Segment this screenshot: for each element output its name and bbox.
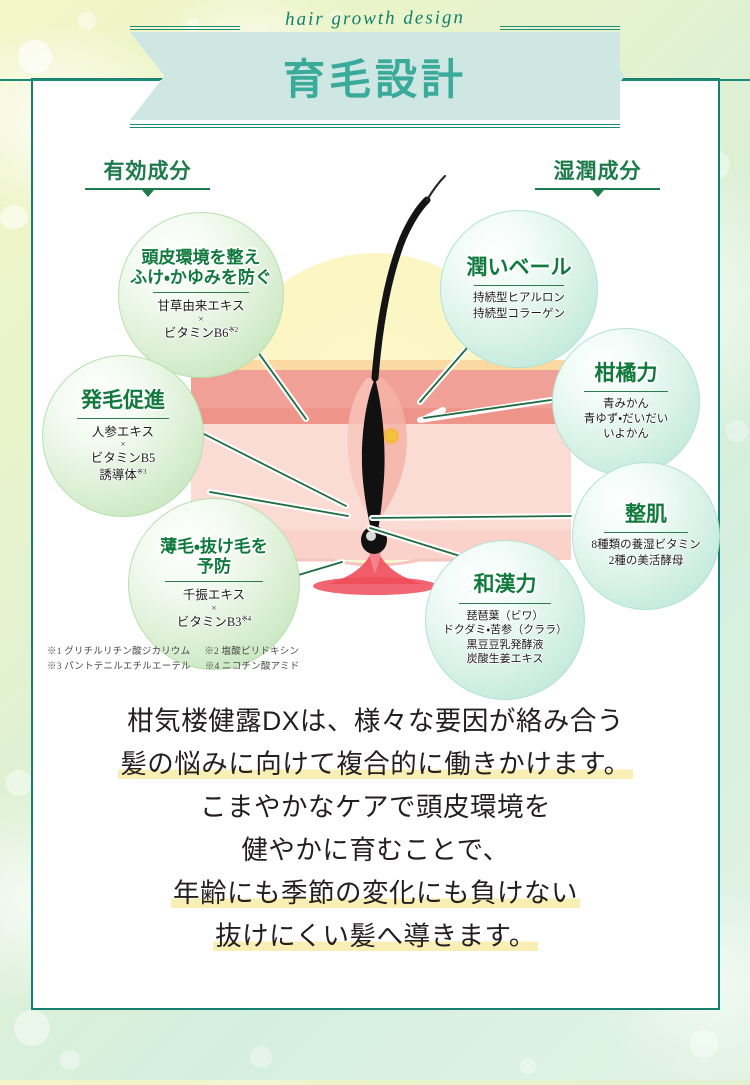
section-header-right-label: 湿潤成分 [553, 160, 642, 183]
description-line-5: 年齢にも季節の変化にも負けない [31, 872, 720, 915]
bubble-ingredients-thinning-prevention: 千振エキス × ビタミンB3※4 [176, 588, 252, 630]
footnote-3: ※3 パントテニルエチルエーテル [47, 661, 191, 672]
banner-rule-top-left [130, 26, 240, 30]
footnote-ref-2: ※2 [228, 325, 239, 334]
banner-english-caption: hair growth design [284, 7, 466, 30]
banner-rule-bottom [130, 124, 620, 128]
bubble-divider [76, 417, 170, 419]
banner-rule-left-mid [0, 79, 160, 81]
ingredient-bubble-scalp-care: 頭皮環境を整え ふけ・かゆみを防ぐ 甘草由来エキス × ビタミンB6※2 [118, 212, 284, 378]
description-line-2-highlight: 髪の悩みに向けて複合的に働きかけます。 [118, 748, 633, 779]
footnote-1: ※1 グリチルリチン酸ジカリウム [47, 647, 191, 657]
bubble-divider [459, 602, 551, 604]
bubble-ingredients-scalp-care: 甘草由来エキス × ビタミンB6※2 [157, 299, 245, 341]
bubble-ingredients-skin-conditioning: 8種類の養湿ビタミン 2種の美活酵母 [591, 539, 701, 567]
banner-rule-top-right [500, 26, 620, 30]
banner-rule-right-mid [590, 79, 750, 81]
page-title: 育毛設計 [282, 56, 467, 103]
footnotes: ※1 グリチルリチン酸ジカリウム ※2 塩酸ピリドキシン ※3 パントテニルエチル… [47, 645, 299, 674]
description-line-6-highlight: 抜けにくい髪へ導きます。 [213, 920, 538, 951]
bubble-divider [153, 292, 249, 294]
bubble-ingredients-kampo-power: 琵琶葉（ビワ） ドクダミ・苦参（クララ） 黒豆豆乳発酵液 炭酸生姜エキス [442, 609, 568, 666]
section-header-moisturizing-ingredients: 湿潤成分 [535, 155, 660, 197]
bubble-title-skin-conditioning: 整肌 [625, 503, 667, 527]
title-banner: hair growth design 育毛設計 [0, 0, 750, 140]
footnote-2: ※2 塩酸ピリドキシン [204, 647, 300, 657]
footnote-ref-3: ※3 [136, 467, 147, 476]
bubble-divider [603, 532, 689, 534]
product-description: 柑気楼健露DXは、様々な要因が絡み合う 髪の悩みに向けて複合的に働きかけます。 … [31, 700, 720, 958]
bubble-title-moisture-veil: 潤いベール [466, 256, 572, 280]
banner-shape [130, 32, 620, 120]
footnote-row-1: ※1 グリチルリチン酸ジカリウム ※2 塩酸ピリドキシン [47, 645, 299, 660]
description-line-2: 髪の悩みに向けて複合的に働きかけます。 [31, 743, 720, 786]
bubble-title-scalp-care: 頭皮環境を整え ふけ・かゆみを防ぐ [130, 248, 272, 287]
section-header-active-ingredients: 有効成分 [85, 155, 210, 197]
bubble-divider [164, 581, 264, 583]
description-line-1: 柑気楼健露DXは、様々な要因が絡み合う [127, 706, 624, 736]
ingredient-bubble-kampo-power: 和漢力 琵琶葉（ビワ） ドクダミ・苦参（クララ） 黒豆豆乳発酵液 炭酸生姜エキス [425, 540, 585, 700]
description-line-6: 抜けにくい髪へ導きます。 [31, 915, 720, 958]
section-header-left-label: 有効成分 [103, 160, 192, 183]
bubble-title-hair-growth: 発毛促進 [81, 388, 165, 412]
section-header-left-underline [85, 188, 210, 197]
description-line-5-highlight: 年齢にも季節の変化にも負けない [171, 877, 580, 908]
bubble-title-thinning-prevention: 薄毛・抜け毛を 予防 [160, 537, 268, 576]
ingredient-bubble-hair-growth: 発毛促進 人参エキス × ビタミンB5 誘導体※3 [42, 355, 204, 517]
section-header-right-underline [535, 188, 660, 197]
footnote-row-2: ※3 パントテニルエチルエーテル ※4 ニコチン酸アミド [47, 660, 299, 675]
bubble-title-citrus-power: 柑橘力 [594, 361, 658, 385]
bubble-divider [473, 285, 565, 287]
footnote-4: ※4 ニコチン酸アミド [204, 661, 300, 672]
description-line-4: 健やかに育むことで、 [241, 834, 510, 865]
bubble-ingredients-hair-growth: 人参エキス × ビタミンB5 誘導体※3 [90, 424, 156, 482]
footnote-ref-4: ※4 [241, 614, 252, 623]
ingredient-bubble-skin-conditioning: 整肌 8種類の養湿ビタミン 2種の美活酵母 [572, 462, 720, 610]
ingredient-bubble-moisture-veil: 潤いベール 持続型ヒアルロン 持続型コラーゲン [440, 210, 598, 368]
bubble-ingredients-moisture-veil: 持続型ヒアルロン 持続型コラーゲン [473, 292, 565, 320]
bubble-ingredients-citrus-power: 青みかん 青ゆず・だいだい いよかん [583, 397, 669, 441]
bubble-divider [583, 390, 669, 392]
bubble-title-kampo-power: 和漢力 [473, 573, 537, 597]
description-line-3: こまやかなケアで頭皮環境を [200, 791, 551, 822]
ingredient-bubble-citrus-power: 柑橘力 青みかん 青ゆず・だいだい いよかん [552, 328, 700, 476]
